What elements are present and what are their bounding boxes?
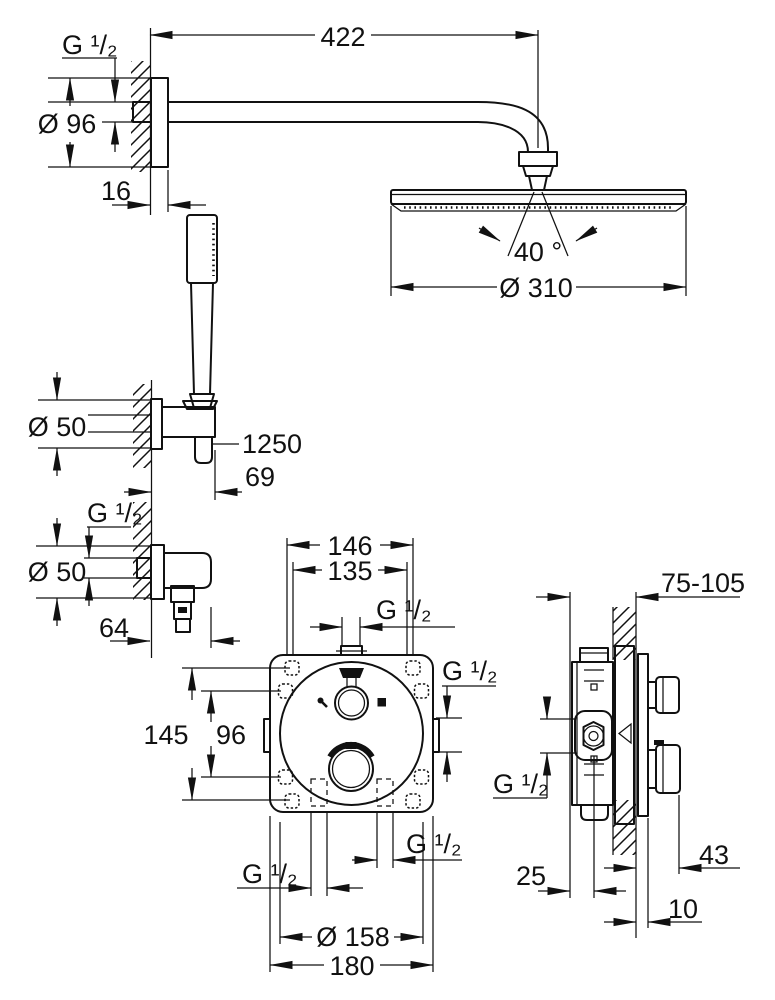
dim-bottom-right-thread: G ¹/₂ bbox=[406, 829, 461, 859]
hand-shower-handle bbox=[190, 282, 214, 395]
dim-hose-length: 1250 bbox=[242, 429, 302, 459]
head-disc-bevel bbox=[390, 203, 687, 212]
spray-angle-arrow-left bbox=[478, 225, 501, 242]
dim-escutcheon-diameter: Ø 158 bbox=[316, 922, 390, 952]
dim-handle-projection: 43 bbox=[699, 840, 729, 870]
wall-union-dimensions: G ¹/₂ Ø 50 64 bbox=[28, 498, 240, 648]
thermostat-handle-collar bbox=[647, 749, 657, 789]
top-port-plug bbox=[339, 668, 364, 678]
valve-top-stub bbox=[579, 647, 609, 663]
dim-arm-reach: 422 bbox=[320, 22, 365, 52]
side-trim-plate bbox=[637, 653, 649, 817]
ball-joint-nut bbox=[518, 151, 558, 167]
union-flange bbox=[150, 544, 165, 600]
mixer-front-view bbox=[263, 645, 440, 813]
dim-width-outer: 146 bbox=[327, 531, 372, 561]
dim-escutcheon-width: 180 bbox=[329, 951, 374, 981]
ball-joint-collar bbox=[522, 165, 554, 177]
dim-holder-reach: 69 bbox=[245, 462, 275, 492]
mixer-side-view bbox=[571, 592, 681, 938]
thermostat-handle-tab bbox=[654, 740, 664, 745]
dim-flange-diameter: Ø 96 bbox=[38, 109, 97, 139]
ball-joint-dome bbox=[528, 175, 548, 191]
screw-hole bbox=[284, 660, 300, 676]
diverter-knob-inner-ring bbox=[337, 689, 366, 717]
mixer-escutcheon-circle bbox=[279, 661, 424, 806]
side-outlet-bore bbox=[588, 730, 599, 742]
valve-clip-top-block bbox=[590, 683, 598, 691]
arm-flange bbox=[150, 77, 169, 168]
side-outlet-ring bbox=[582, 725, 605, 747]
dim-flange-depth: 16 bbox=[101, 176, 131, 206]
shower-arm-outer bbox=[168, 101, 549, 152]
wall-union-assembly bbox=[136, 544, 212, 633]
dim-width-inner: 135 bbox=[327, 556, 372, 586]
thermostat-knob-inner-ring bbox=[331, 749, 371, 789]
sleeve-triangle-mark bbox=[617, 722, 632, 745]
screw-hole bbox=[405, 660, 421, 676]
wall-hatch-top bbox=[131, 61, 150, 172]
diverter-handle-collar bbox=[647, 681, 657, 709]
hidden-port-left bbox=[310, 778, 328, 807]
head-disc bbox=[390, 189, 687, 205]
dim-side-outlet-thread: G ¹/₂ bbox=[493, 769, 548, 799]
head-assembly-dimensions: G ¹/₂ 422 Ø 96 16 40 ° Ø 310 bbox=[38, 22, 687, 303]
side-wall-hatch-top bbox=[613, 607, 636, 660]
dim-head-diameter: Ø 310 bbox=[499, 273, 573, 303]
screw-hole bbox=[413, 683, 430, 699]
holder-body bbox=[161, 406, 216, 438]
dim-installation-depth: 75-105 bbox=[661, 568, 745, 598]
thermostat-marker bbox=[345, 742, 357, 749]
diverter-handle-side bbox=[655, 676, 680, 714]
head-shower-assembly bbox=[131, 28, 687, 257]
screw-hole bbox=[413, 769, 430, 785]
dim-rough-in-depth: 25 bbox=[516, 861, 546, 891]
side-wall-hatch-bottom bbox=[613, 800, 636, 855]
spray-angle-line-left bbox=[507, 191, 535, 257]
dim-plate-thickness: 10 bbox=[668, 894, 698, 924]
screw-hole bbox=[284, 793, 300, 809]
dim-height-inner: 96 bbox=[216, 720, 246, 750]
diverter-knob bbox=[334, 685, 369, 721]
screw-hole bbox=[405, 793, 421, 809]
wall-hatch-holder bbox=[133, 384, 151, 468]
shower-arm-inner bbox=[168, 121, 529, 153]
screw-hole bbox=[277, 769, 294, 785]
valve-body bbox=[571, 661, 614, 806]
dim-top-port-thread: G ¹/₂ bbox=[376, 595, 431, 625]
dim-arm-thread: G ¹/₂ bbox=[62, 30, 117, 60]
dim-union-reach: 64 bbox=[99, 613, 129, 643]
spray-angle-line-right bbox=[541, 191, 569, 257]
thermostat-handle-side bbox=[655, 744, 681, 794]
dim-union-diameter: Ø 50 bbox=[28, 557, 87, 587]
dim-holder-diameter: Ø 50 bbox=[28, 412, 87, 442]
hand-shower-assembly bbox=[88, 214, 218, 658]
hand-shower-icon-tail bbox=[321, 701, 328, 708]
mixer-side-dimensions: 75-105 G ¹/₂ 25 43 10 bbox=[493, 568, 745, 928]
dim-spray-angle: 40 ° bbox=[514, 237, 562, 267]
dim-height-outer: 145 bbox=[143, 720, 188, 750]
spray-angle-arrow-right bbox=[575, 225, 598, 242]
head-shower-icon bbox=[377, 698, 386, 707]
dim-side-port-thread-front: G ¹/₂ bbox=[442, 656, 497, 686]
dim-union-thread: G ¹/₂ bbox=[87, 498, 142, 528]
holder-flange bbox=[150, 398, 163, 450]
hidden-port-right bbox=[376, 778, 394, 807]
side-outlet-hex bbox=[582, 721, 605, 751]
union-body bbox=[163, 552, 212, 589]
hand-shower-dimensions: Ø 50 1250 69 bbox=[28, 372, 302, 500]
protection-sleeve bbox=[614, 645, 635, 825]
union-nut-slot bbox=[178, 607, 187, 613]
mixer-front-dimensions: 146 135 G ¹/₂ 145 96 G ¹/₂ bbox=[143, 531, 497, 981]
mixer-mounting-plate bbox=[269, 654, 434, 813]
screw-hole bbox=[277, 683, 294, 699]
union-hose-end bbox=[175, 618, 191, 633]
holder-hose-connector bbox=[194, 436, 213, 464]
